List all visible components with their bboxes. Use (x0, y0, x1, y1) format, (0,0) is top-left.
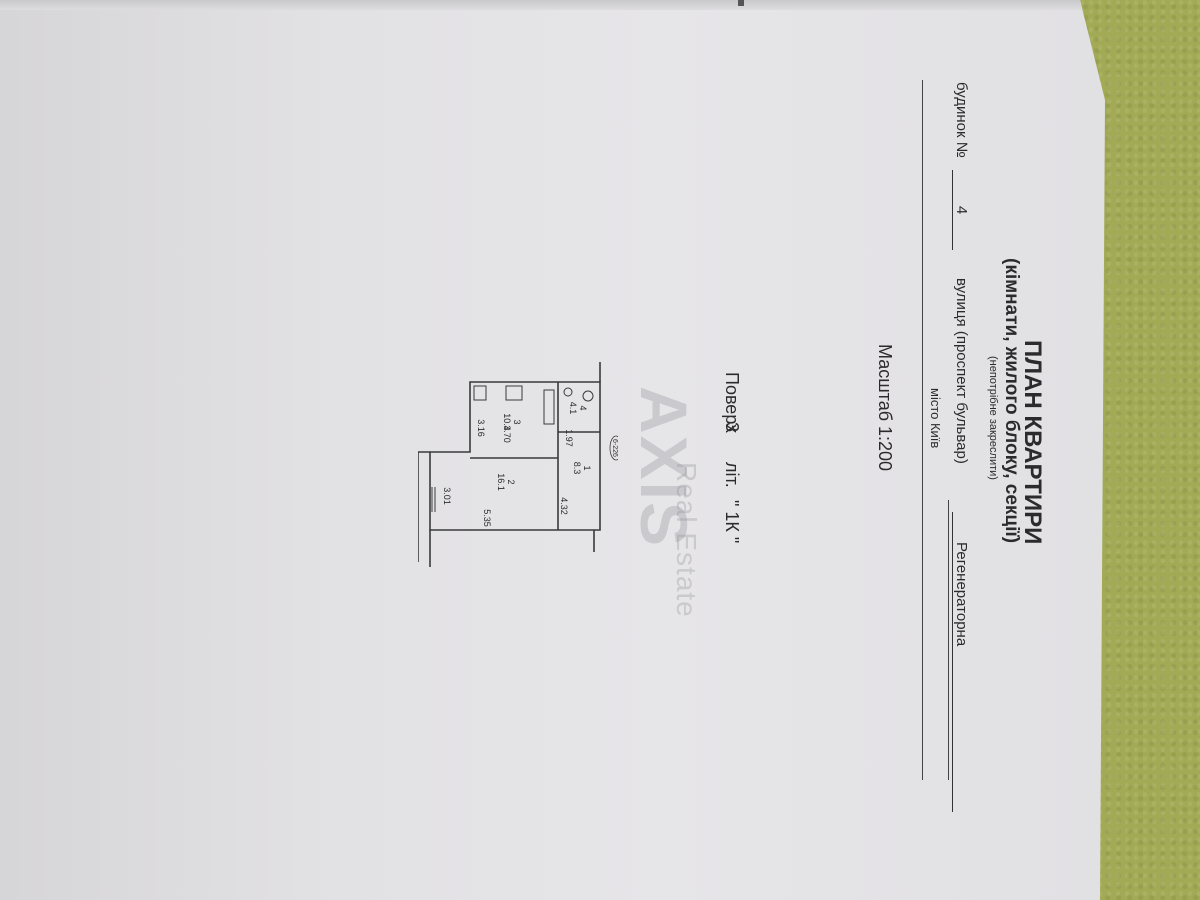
watermark-tagline: Real Estate (671, 462, 702, 618)
document-sheet: ПЛАН КВАРТИРИ (кімнати, жилого блоку, се… (0, 0, 1105, 900)
city-name: місто Київ (928, 388, 943, 449)
building-number-field: 4 (952, 170, 970, 250)
page-fold (0, 0, 1090, 10)
sink-icon (563, 387, 573, 397)
bathtub-icon (543, 389, 555, 425)
letter-value: " 1К " (722, 500, 742, 544)
dimension-label: 3.16 (476, 419, 486, 437)
ink-mark (738, 0, 744, 6)
dimension-label: 1.97 (564, 429, 574, 447)
floor-value: 3 (722, 422, 742, 433)
building-number: 4 (953, 205, 970, 215)
street-value-field: Регенераторна (952, 512, 970, 812)
room-number: 4 (578, 405, 588, 410)
room-number: 1 (582, 465, 592, 470)
room-number: 3 (512, 419, 522, 424)
room-area: 8.3 (572, 462, 582, 475)
rule-line (922, 80, 923, 780)
plan-stamp: 6-226 (611, 439, 618, 457)
room-number: 2 (506, 479, 516, 484)
dimension-label: 3.01 (442, 487, 452, 505)
letter-label: літ. (722, 462, 742, 488)
dimension-label: 4.32 (559, 497, 569, 515)
dimension-label: 5.35 (482, 509, 492, 527)
street-value: Регенераторна (953, 542, 970, 647)
street-label: вулиця (проспект бульвар) (953, 278, 970, 464)
plan-scale: Масштаб 1:200 (875, 344, 895, 472)
room-area: 16.1 (496, 473, 506, 491)
kitchen-sink-icon (505, 385, 523, 401)
floor-plan: 6-226 1 8.3 2 16.1 3 10.4 4 4.1 1.97 3.7… (418, 362, 618, 567)
document-note: (непотрібне закреслити) (987, 356, 999, 480)
toilet-icon (582, 390, 594, 402)
building-label: будинок № (953, 82, 970, 158)
document-title: ПЛАН КВАРТИРИ (1019, 340, 1046, 545)
document-subtitle: (кімнати, жилого блоку, секції) (1001, 258, 1022, 544)
room-area: 4.1 (568, 402, 578, 415)
dimension-label: 3.70 (502, 425, 512, 443)
room-area: 10.4 (502, 413, 512, 431)
rule-line (948, 500, 949, 780)
stove-icon (473, 385, 487, 401)
